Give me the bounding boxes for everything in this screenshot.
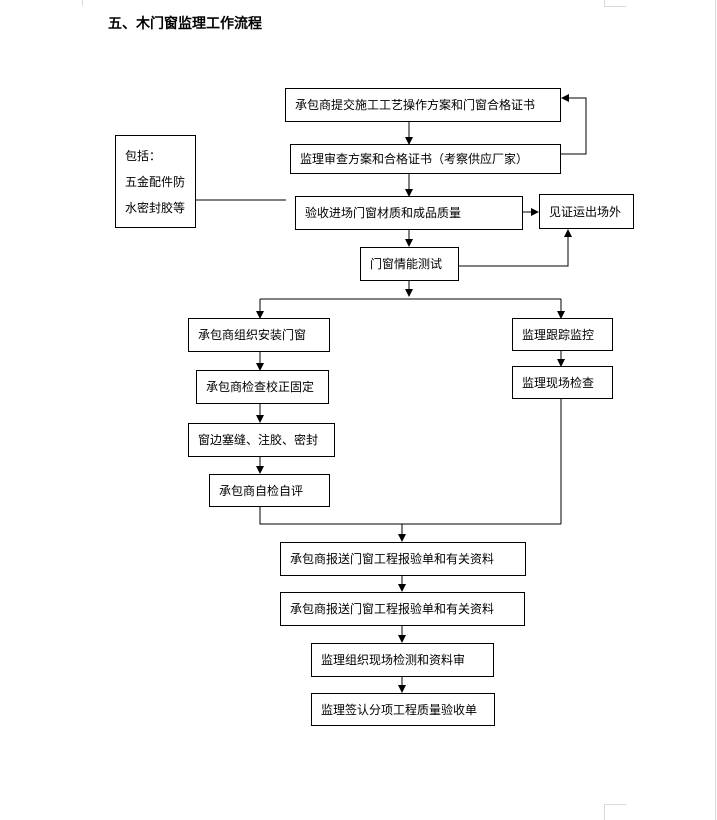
- page-corner-mark: [604, 804, 626, 805]
- step-supervision-tracking: 监理跟踪监控: [512, 318, 613, 351]
- step-submit-inspection-form-1: 承包商报送门窗工程报验单和有关资料: [280, 542, 526, 576]
- step-acceptance-signoff: 监理签认分项工程质量验收单: [311, 693, 495, 726]
- step-install-windows: 承包商组织安装门窗: [188, 318, 330, 352]
- note-line: 包括：: [125, 149, 162, 163]
- step-site-testing-review: 监理组织现场检测和资料审: [311, 643, 494, 677]
- step-self-inspection: 承包商自检自评: [209, 474, 330, 507]
- page-corner-mark: [604, 0, 605, 6]
- page-title: 五、木门窗监理工作流程: [108, 16, 262, 32]
- materials-note-box: 包括： 五金配件防 水密封胶等: [115, 135, 196, 228]
- page-corner-mark: [604, 804, 605, 820]
- arrow-s2-back-to-s1: [561, 94, 587, 155]
- note-line: 水密封胶等: [125, 201, 186, 215]
- step-review-plan-certificates: 监理审查方案和合格证书（考察供应厂家）: [290, 144, 561, 174]
- step-inspect-incoming-materials: 验收进场门窗材质和成品质量: [295, 196, 523, 230]
- page-right-edge: [715, 0, 716, 820]
- step-witness-removal: 见证运出场外: [539, 194, 634, 229]
- step-seal-edges: 窗边塞缝、注胶、密封: [188, 423, 335, 457]
- note-line: 五金配件防: [125, 175, 186, 189]
- step-site-inspection: 监理现场检查: [512, 366, 613, 399]
- step-performance-test: 门窗情能测试: [360, 247, 459, 281]
- page-corner-mark: [604, 6, 626, 7]
- arrow-s4-to-side: [459, 229, 572, 267]
- step-check-correct-fix: 承包商检查校正固定: [196, 370, 329, 404]
- step-submit-plan-certificates: 承包商提交施工工艺操作方案和门窗合格证书: [285, 88, 561, 122]
- left-merge-line: [259, 507, 561, 525]
- page-corner-mark: [82, 0, 83, 6]
- step-submit-inspection-form-2: 承包商报送门窗工程报验单和有关资料: [280, 592, 525, 626]
